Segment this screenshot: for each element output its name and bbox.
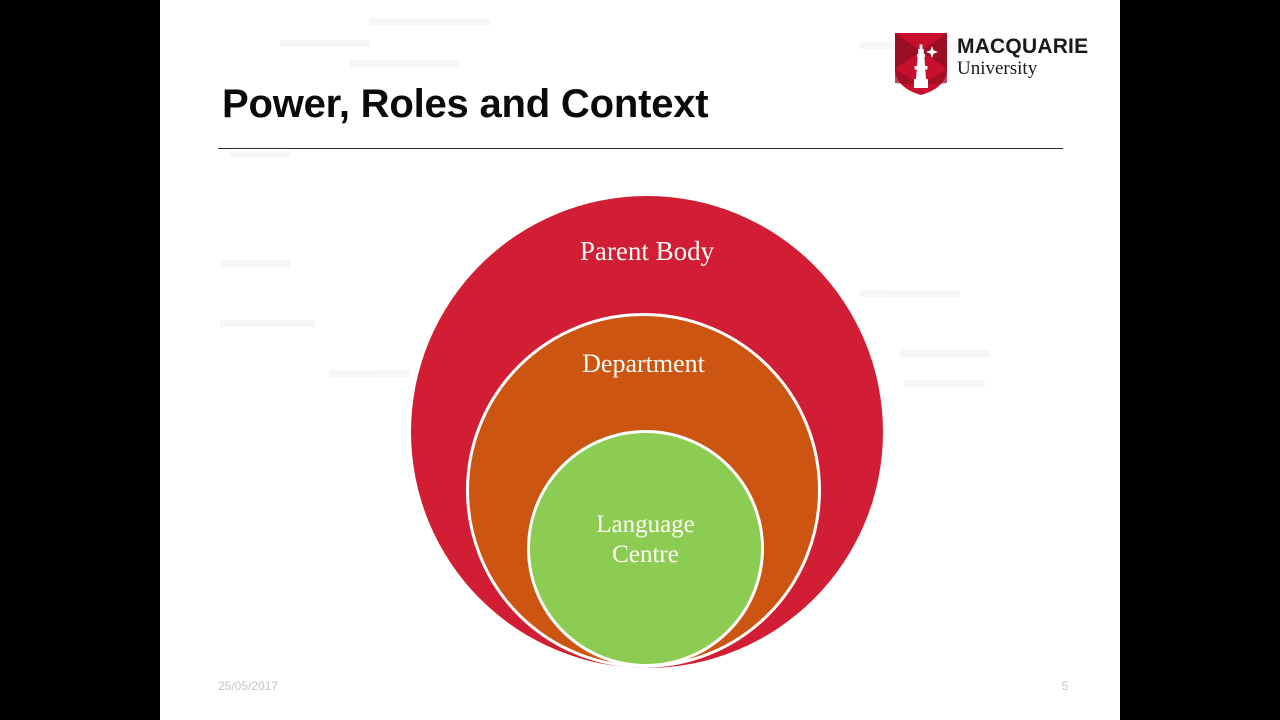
footer-page-number: 5 [1061, 679, 1069, 693]
circle-language-centre-label: Language Centre [530, 510, 761, 569]
macquarie-lighthouse-shield-icon [895, 33, 947, 95]
circle-language-centre: Language Centre [527, 430, 764, 667]
logo-wordmark: MACQUARIE University [957, 35, 1089, 80]
page-title: Power, Roles and Context [222, 82, 709, 126]
slide-canvas: MACQUARIE University Power, Roles and Co… [160, 0, 1120, 720]
logo-subtitle-text: University [957, 58, 1038, 80]
label-line: Parent Body [579, 236, 715, 266]
title-divider [218, 148, 1063, 149]
footer-date: 25/05/2017 [218, 679, 279, 693]
label-line: Language [596, 511, 695, 538]
macquarie-university-logo: MACQUARIE University [895, 33, 1089, 95]
circle-parent-body-label: Parent Body [411, 236, 883, 268]
label-line: Centre [612, 540, 679, 568]
logo-name-text: MACQUARIE [957, 35, 1089, 58]
nested-circles-diagram: Parent Body Department Language Centre [160, 0, 1120, 720]
